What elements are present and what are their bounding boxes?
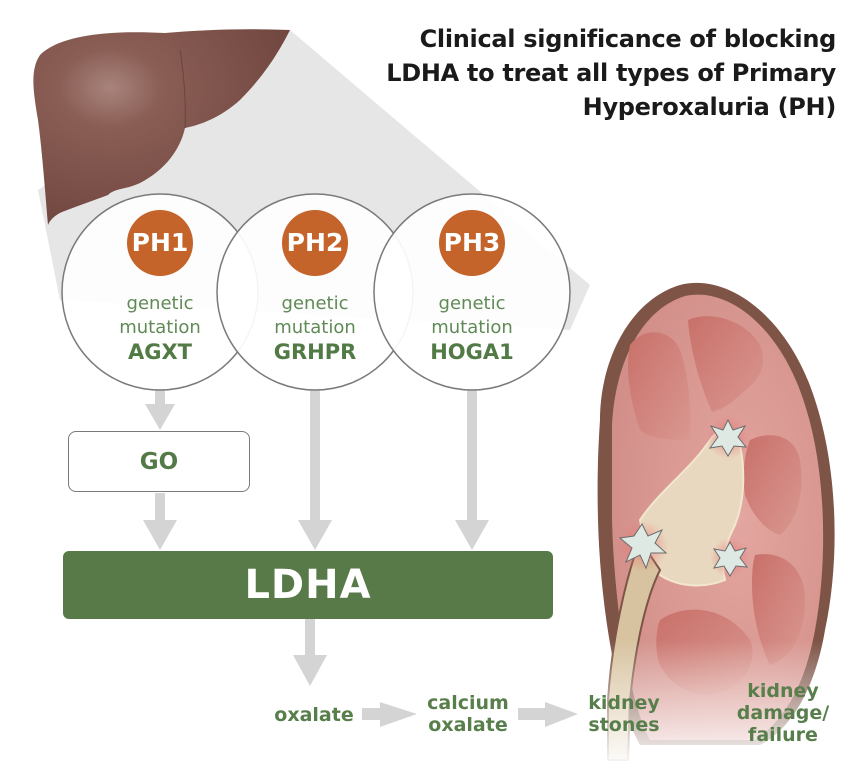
ph1-label-line1: genetic: [126, 293, 194, 314]
pathway-text: oxalate: [274, 704, 354, 726]
pathway-text: damage/: [736, 702, 830, 724]
title-line: Clinical significance of blocking: [419, 25, 837, 53]
ph3-badge: PH3: [439, 210, 505, 276]
diagram-title: Clinical significance of blocking LDHA t…: [376, 22, 836, 124]
ph2-label-line2: mutation: [274, 317, 356, 338]
kidney-stone-icon: [616, 520, 668, 572]
pathway-text: failure: [748, 724, 818, 746]
pathway-text: kidney: [588, 692, 660, 714]
ph3-label-line1: genetic: [438, 293, 506, 314]
ph-type-circles: [61, 193, 571, 391]
ph3-circle: [373, 193, 571, 391]
ph3-gene: HOGA1: [430, 340, 514, 364]
pathway-text: calcium: [427, 692, 509, 714]
kidney-stone-icon: [710, 538, 750, 578]
pathway-text: stones: [588, 714, 660, 736]
kidney-icon: [590, 282, 862, 770]
ph1-badge: PH1: [127, 210, 193, 276]
pathway-step-kidney-failure: kidney damage/ failure: [728, 680, 838, 746]
ph2-badge: PH2: [282, 210, 348, 276]
pathway-text: oxalate: [428, 714, 508, 736]
pathway-step-oxalate: oxalate: [268, 704, 360, 726]
ph1-label-line2: mutation: [119, 317, 201, 338]
go-box: GO: [68, 431, 250, 492]
kidney-stone-icon: [706, 415, 750, 459]
liver-icon: [33, 29, 290, 225]
ph2-gene: GRHPR: [273, 340, 357, 364]
pathway-text: kidney: [747, 680, 819, 702]
title-line: LDHA to treat all types of Primary: [386, 59, 836, 87]
title-line: Hyperoxaluria (PH): [582, 93, 837, 121]
pathway-step-calcium-oxalate: calcium oxalate: [418, 692, 518, 736]
ph1-gene: AGXT: [127, 340, 192, 364]
ph2-label-line1: genetic: [281, 293, 349, 314]
pathway-step-kidney-stones: kidney stones: [578, 692, 670, 736]
ldha-bar: LDHA: [63, 551, 553, 619]
ph3-label-line2: mutation: [431, 317, 513, 338]
